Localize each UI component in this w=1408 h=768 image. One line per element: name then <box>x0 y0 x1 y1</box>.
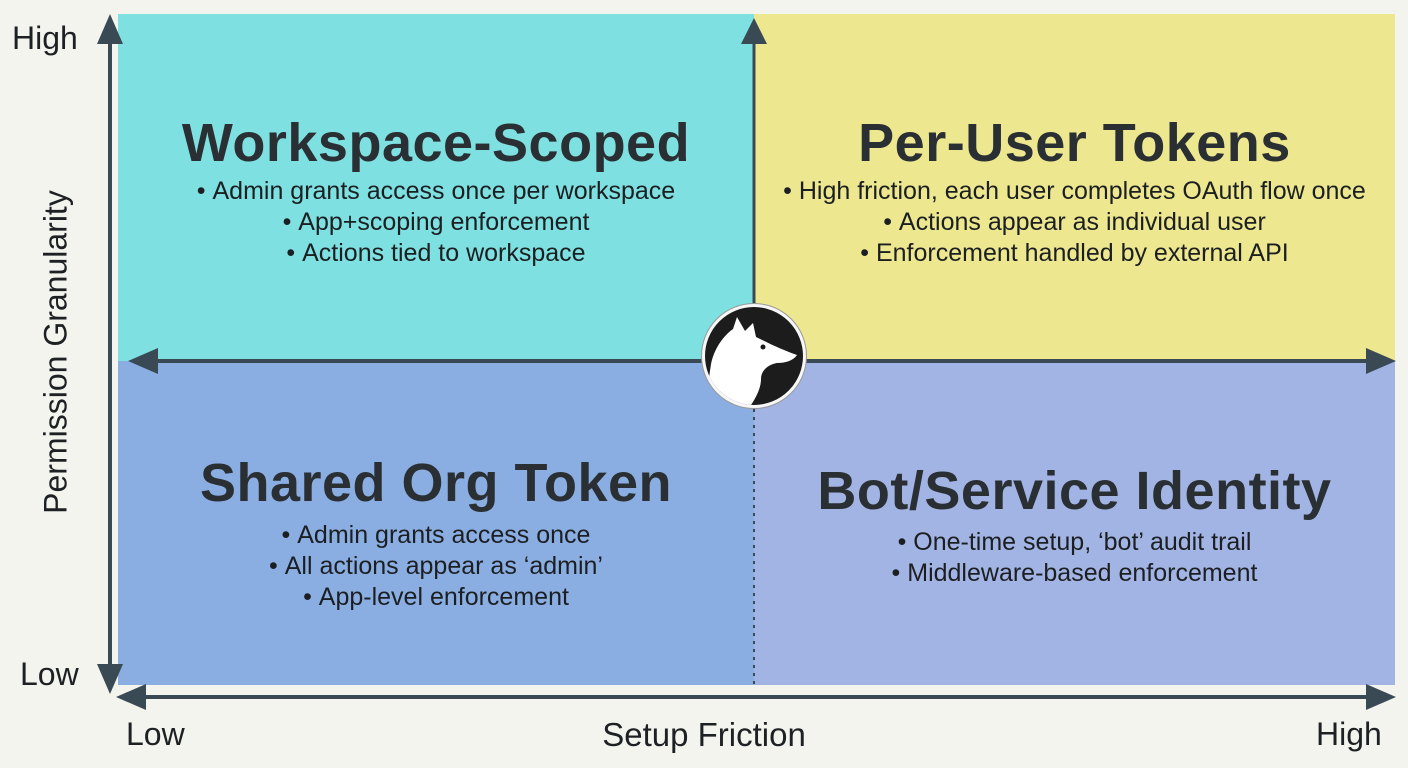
x-axis-left-arrowhead <box>116 684 146 710</box>
center-right-arrowhead <box>1366 348 1396 374</box>
quadrant-bullets: Admin grants access once All actions app… <box>118 520 754 613</box>
bullet-item: High friction, each user completes OAuth… <box>754 176 1395 207</box>
y-axis-title: Permission Granularity <box>37 190 74 514</box>
y-axis-low-label: Low <box>20 656 79 692</box>
y-axis-high-label: High <box>12 20 78 56</box>
center-up-arrowhead <box>741 18 767 44</box>
bullet-item: One-time setup, ‘bot’ audit trail <box>754 527 1395 558</box>
y-axis-bottom-arrowhead <box>97 664 123 694</box>
quadrant-title: Shared Org Token <box>199 453 673 513</box>
quadrant-bullets: Admin grants access once per workspace A… <box>118 176 754 269</box>
bullet-item: All actions appear as ‘admin’ <box>118 551 754 582</box>
bullet-item: App-level enforcement <box>118 582 754 613</box>
bullet-item: Middleware-based enforcement <box>754 558 1395 589</box>
quadrant-title: Workspace-Scoped <box>181 113 691 173</box>
quadrant-title: Per-User Tokens <box>858 113 1291 173</box>
x-axis-right-arrowhead <box>1366 684 1396 710</box>
center-left-arrowhead <box>128 348 158 374</box>
x-axis-low-label: Low <box>126 716 185 752</box>
bullet-item: Admin grants access once <box>118 520 754 551</box>
bullet-item: Enforcement handled by external API <box>754 238 1395 269</box>
quadrant-bullets: High friction, each user completes OAuth… <box>754 176 1395 269</box>
quadrant-bullets: One-time setup, ‘bot’ audit trail Middle… <box>754 527 1395 589</box>
y-axis-top-arrowhead <box>97 14 123 44</box>
x-axis-high-label: High <box>1316 716 1382 752</box>
quadrant-title: Bot/Service Identity <box>817 461 1332 521</box>
quadrant-workspace-scoped: Workspace-Scoped Admin grants access onc… <box>118 14 754 361</box>
wolf-head-icon <box>702 304 806 408</box>
quadrant-shared-org-token: Shared Org Token Admin grants access onc… <box>118 361 754 685</box>
bullet-item: Admin grants access once per workspace <box>118 176 754 207</box>
quadrant-bot-service-identity: Bot/Service Identity One-time setup, ‘bo… <box>754 361 1395 685</box>
bullet-item: App+scoping enforcement <box>118 207 754 238</box>
bullet-item: Actions tied to workspace <box>118 238 754 269</box>
quadrant-per-user-tokens: Per-User Tokens High friction, each user… <box>754 14 1395 361</box>
x-axis-title: Setup Friction <box>602 716 806 753</box>
bullet-item: Actions appear as individual user <box>754 207 1395 238</box>
